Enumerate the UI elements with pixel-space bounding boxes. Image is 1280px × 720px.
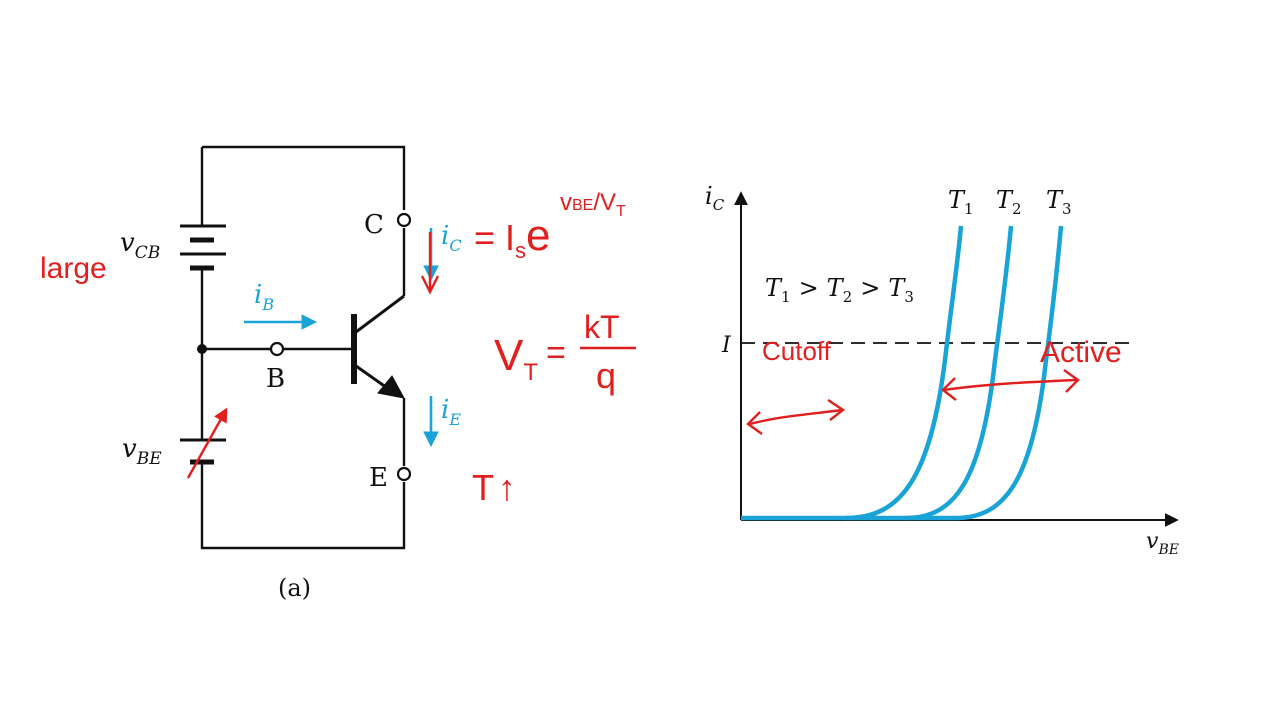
vt-equation: VT = kT q bbox=[494, 309, 636, 396]
curve-t3 bbox=[906, 225, 1064, 521]
curve-label-t3: T3 bbox=[1046, 186, 1072, 218]
large-annotation: large bbox=[40, 252, 107, 285]
terminal-emitter bbox=[396, 466, 412, 482]
caption: (a) bbox=[278, 574, 311, 602]
battery-vbe bbox=[180, 438, 226, 465]
svg-text:q: q bbox=[596, 355, 616, 396]
ic-vbe-graph: iC vBE I T1 T2 T3 T1>T2>T3 bbox=[705, 182, 1179, 558]
wire-top bbox=[202, 145, 406, 210]
battery-vcb bbox=[180, 224, 226, 271]
curve-label-t1: T1 bbox=[948, 186, 974, 218]
active-range-arrow bbox=[941, 369, 1080, 401]
ic-equation: = Ise vBE/VT bbox=[474, 189, 626, 263]
junction-node bbox=[197, 344, 207, 354]
active-annotation: Active bbox=[1040, 336, 1122, 369]
ib-label: iB bbox=[254, 280, 274, 314]
current-level-label: I bbox=[721, 333, 732, 358]
temperature-annotation: T↑ bbox=[472, 467, 516, 508]
wire-left-lower bbox=[200, 462, 406, 550]
cutoff-annotation: Cutoff bbox=[762, 336, 832, 366]
terminal-base bbox=[269, 341, 285, 357]
cutoff-range-arrow bbox=[746, 399, 846, 435]
curve-t2 bbox=[846, 225, 1014, 521]
svg-text:VT: VT bbox=[494, 331, 538, 386]
collector-label: C bbox=[364, 210, 384, 240]
base-label: B bbox=[266, 364, 285, 394]
emitter-label: E bbox=[369, 463, 388, 493]
temperature-relation: T1>T2>T3 bbox=[765, 274, 914, 306]
svg-text:vBE/VT: vBE/VT bbox=[560, 189, 626, 220]
ie-label: iE bbox=[441, 395, 461, 429]
curve-label-t2: T2 bbox=[996, 186, 1022, 218]
svg-text:= Ise: = Ise bbox=[474, 211, 551, 263]
svg-text:=: = bbox=[546, 334, 566, 372]
x-axis-label: vBE bbox=[1146, 529, 1179, 558]
curve-t1 bbox=[741, 225, 964, 521]
vbe-variable-arrow bbox=[186, 407, 228, 479]
npn-transistor bbox=[351, 294, 405, 399]
ic-red-arrow bbox=[420, 232, 440, 295]
y-axis-label: iC bbox=[705, 182, 725, 214]
ic-label: iC bbox=[441, 221, 462, 255]
emitter-arrow-icon bbox=[377, 375, 405, 399]
svg-text:kT: kT bbox=[584, 309, 620, 345]
vcb-label: vCB bbox=[120, 228, 160, 263]
circuit-diagram bbox=[200, 145, 406, 550]
vbe-label: vBE bbox=[122, 434, 162, 469]
terminal-collector bbox=[396, 212, 412, 228]
